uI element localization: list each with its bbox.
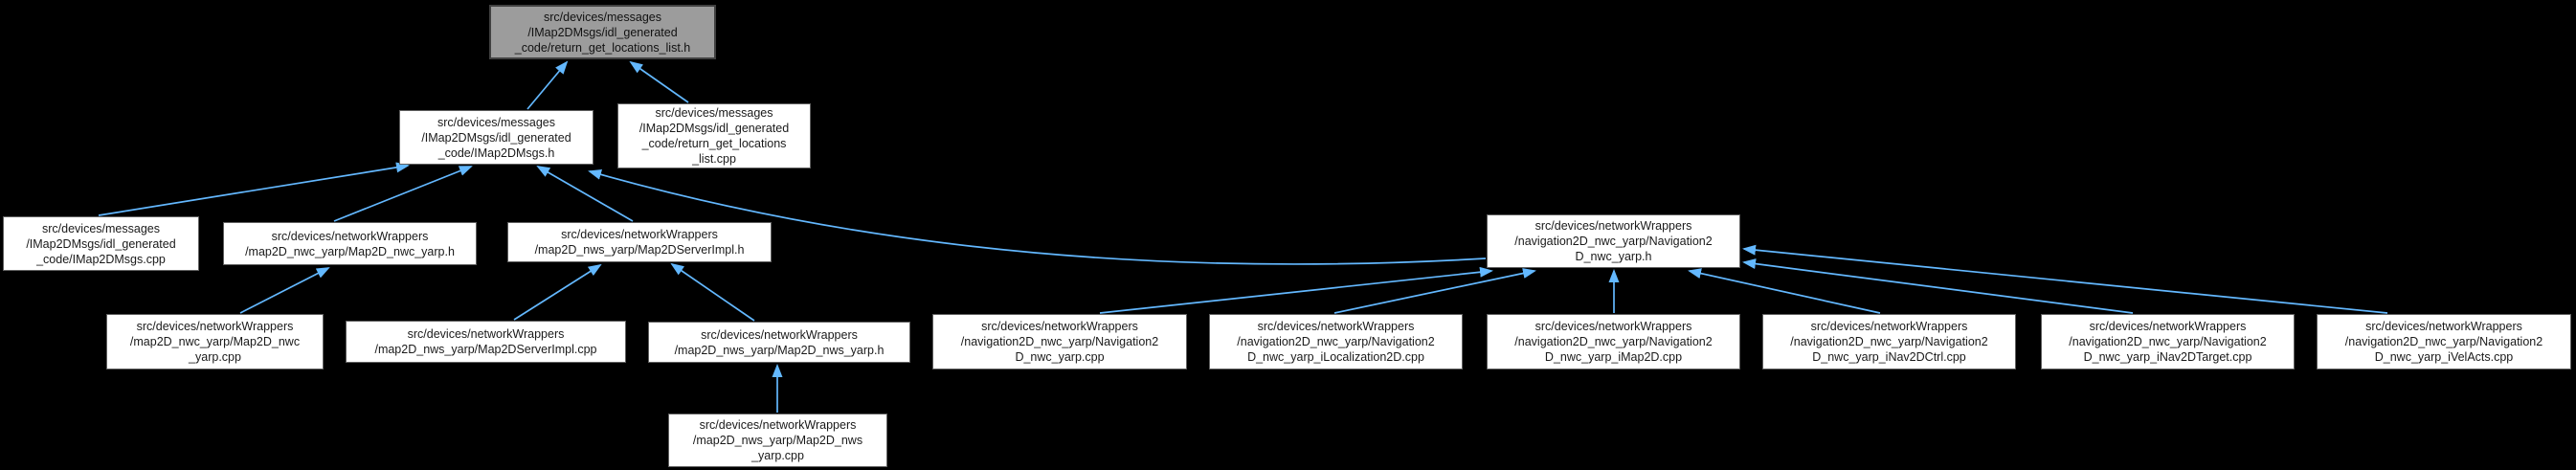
graph-node[interactable]: src/devices/networkWrappers/map2D_nwc_ya…	[106, 314, 324, 369]
graph-node[interactable]: src/devices/networkWrappers/map2D_nwc_ya…	[223, 222, 477, 265]
graph-node-label-line: /map2D_nws_yarp/Map2D_nws	[692, 434, 863, 447]
graph-node-label-line: D_nwc_yarp_iNav2DTarget.cpp	[2083, 350, 2252, 364]
dependency-edge-n2-to-n0	[629, 60, 689, 103]
graph-node-label-line: src/devices/networkWrappers	[701, 327, 858, 342]
graph-node-label-line: _code/return_get_locations_list.h	[514, 40, 691, 55]
dependency-edge-n6-to-n1	[588, 169, 1487, 265]
graph-node-label-line: /map2D_nws_yarp/Map2DServerImpl.cpp	[374, 343, 597, 356]
dependency-edge-n8-to-n5	[513, 263, 602, 321]
graph-node-label-line: src/devices/networkWrappers	[1534, 219, 1692, 233]
graph-node-label-line: /navigation2D_nwc_yarp/Navigation2	[1514, 335, 1713, 348]
graph-node[interactable]: src/devices/networkWrappers/navigation2D…	[2317, 314, 2571, 369]
dependency-edge-n7-to-n4	[239, 267, 330, 314]
graph-node-label-line: src/devices/networkWrappers	[1534, 320, 1692, 333]
graph-node-label-line: _code/IMap2DMsgs.h	[437, 145, 555, 160]
graph-node-label-line: /map2D_nwc_yarp/Map2D_nwc	[129, 335, 301, 348]
graph-node-label-line: D_nwc_yarp.h	[1575, 250, 1652, 263]
graph-node-label-line: src/devices/networkWrappers	[2089, 320, 2247, 333]
graph-node-label-line: src/devices/networkWrappers	[1810, 320, 1968, 333]
graph-node-label-line: _list.cpp	[692, 152, 736, 166]
graph-node-label-line: src/devices/messages	[655, 106, 773, 120]
graph-node-label-line: D_nwc_yarp_iNav2DCtrl.cpp	[1812, 350, 1966, 364]
dependency-edge-n11-to-n6	[1333, 268, 1536, 314]
graph-node-label-line: src/devices/messages	[437, 115, 555, 129]
graph-node-label-line: D_nwc_yarp_iMap2D.cpp	[1544, 350, 1683, 364]
graph-node-label-line: _yarp.cpp	[751, 449, 804, 462]
graph-node[interactable]: src/devices/messages/IMap2DMsgs/idl_gene…	[3, 216, 199, 271]
graph-node-label-line: src/devices/networkWrappers	[2365, 320, 2522, 333]
graph-node-label-line: src/devices/networkWrappers	[407, 327, 565, 341]
graph-node-label-line: src/devices/networkWrappers	[271, 229, 429, 243]
dependency-edge-n10-to-n6	[1099, 266, 1493, 314]
graph-node-label-line: src/devices/networkWrappers	[699, 418, 857, 432]
graph-node-label-line: /navigation2D_nwc_yarp/Navigation2	[960, 335, 1159, 348]
graph-node[interactable]: src/devices/networkWrappers/navigation2D…	[1762, 314, 2016, 369]
graph-node-label-line: /map2D_nws_yarp/Map2D_nws_yarp.h	[674, 343, 885, 357]
graph-node-label-line: D_nwc_yarp.cpp	[1015, 350, 1105, 364]
dependency-edge-n15-to-n6	[1742, 244, 2388, 314]
dependency-edge-n1-to-n0	[526, 60, 569, 110]
dependency-edge-n3-to-n1	[98, 162, 410, 216]
graph-node-label-line: /map2D_nws_yarp/Map2DServerImpl.h	[534, 243, 745, 257]
graph-node-label-line: /navigation2D_nwc_yarp/Navigation2	[1237, 335, 1435, 348]
graph-node[interactable]: src/devices/messages/IMap2DMsgs/idl_gene…	[617, 103, 811, 168]
dependency-edge-n9-to-n5	[670, 262, 755, 322]
dependency-edge-n13-to-n6	[1688, 268, 1881, 314]
graph-node-label-line: src/devices/messages	[544, 10, 661, 24]
graph-node[interactable]: src/devices/networkWrappers/map2D_nws_ya…	[507, 222, 772, 262]
graph-node-label-line: src/devices/networkWrappers	[981, 320, 1138, 333]
graph-node-label-line: src/devices/networkWrappers	[136, 320, 294, 333]
graph-node-label-line: /IMap2DMsgs/idl_generated	[638, 122, 790, 135]
graph-node-label-line: src/devices/messages	[42, 221, 160, 235]
graph-node-label-line: src/devices/networkWrappers	[561, 228, 718, 241]
graph-node-label-line: _code/return_get_locations	[641, 137, 787, 150]
graph-node-label-line: D_nwc_yarp_iLocalization2D.cpp	[1247, 350, 1424, 364]
graph-node-label-line: /navigation2D_nwc_yarp/Navigation2	[1790, 335, 1988, 348]
graph-node[interactable]: src/devices/networkWrappers/navigation2D…	[1487, 314, 1740, 369]
graph-node-label-line: _yarp.cpp	[189, 350, 241, 364]
graph-node-label-line: /IMap2DMsgs/idl_generated	[527, 25, 678, 39]
graph-node-label-line: /navigation2D_nwc_yarp/Navigation2	[1514, 235, 1713, 248]
graph-node[interactable]: src/devices/messages/IMap2DMsgs/idl_gene…	[399, 110, 594, 165]
dependency-edge-n4-to-n1	[333, 166, 473, 222]
dependency-edge-n14-to-n6	[1742, 258, 2134, 314]
graph-node-label-line: /navigation2D_nwc_yarp/Navigation2	[2344, 335, 2543, 348]
graph-node-label-line: D_nwc_yarp_iVelActs.cpp	[2374, 350, 2514, 364]
graph-node-label-line: /IMap2DMsgs/idl_generated	[421, 130, 571, 145]
graph-node-label-line: /IMap2DMsgs/idl_generated	[26, 236, 176, 251]
graph-node[interactable]: src/devices/networkWrappers/navigation2D…	[1487, 214, 1740, 268]
graph-node-label-line: src/devices/networkWrappers	[1257, 320, 1415, 333]
graph-node-label-line: /navigation2D_nwc_yarp/Navigation2	[2069, 335, 2267, 348]
graph-node[interactable]: src/devices/networkWrappers/map2D_nws_ya…	[346, 321, 626, 363]
graph-node[interactable]: src/devices/networkWrappers/navigation2D…	[932, 314, 1187, 369]
graph-node[interactable]: src/devices/networkWrappers/map2D_nws_ya…	[668, 414, 887, 467]
graph-node[interactable]: src/devices/networkWrappers/navigation2D…	[1209, 314, 1463, 369]
graph-node[interactable]: src/devices/networkWrappers/navigation2D…	[2041, 314, 2295, 369]
graph-node-label-line: _code/IMap2DMsgs.cpp	[36, 252, 166, 266]
graph-node-root[interactable]: src/devices/messages/IMap2DMsgs/idl_gene…	[489, 5, 716, 59]
dependency-edge-n5-to-n1	[536, 166, 634, 222]
graph-node[interactable]: src/devices/networkWrappers/map2D_nws_ya…	[648, 322, 910, 363]
graph-node-label-line: /map2D_nwc_yarp/Map2D_nwc_yarp.h	[245, 244, 455, 258]
